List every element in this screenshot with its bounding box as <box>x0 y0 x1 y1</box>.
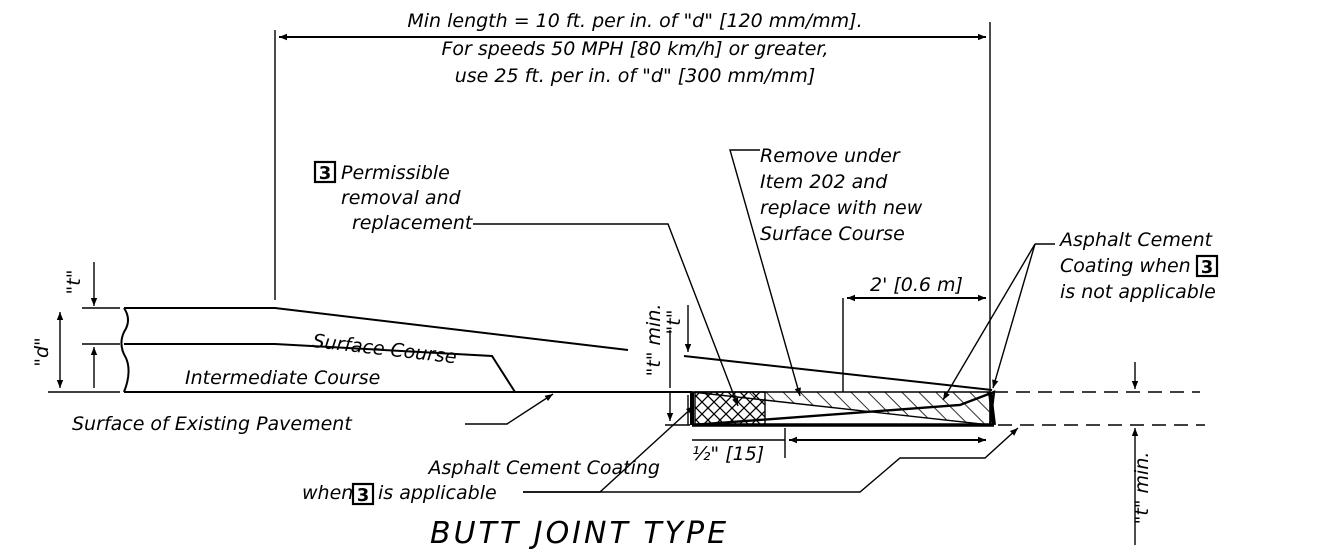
coating-na-line3: is not applicable <box>1060 281 1216 303</box>
coating-app-line2b: is applicable <box>378 482 497 504</box>
remove-line4: Surface Course <box>760 223 905 245</box>
coating-na-line1: Asphalt Cement <box>1058 229 1214 251</box>
note-3-box-3: 3 <box>357 485 370 506</box>
coating-app-line2a: when <box>302 482 353 504</box>
note-3-box-1: 3 <box>319 163 332 184</box>
existing-pavement-label: Surface of Existing Pavement <box>72 413 353 435</box>
remove-callout: Remove under Item 202 and replace with n… <box>729 145 923 397</box>
min-length-line3: use 25 ft. per in. of "d" [300 mm/mm] <box>455 65 816 87</box>
d-label-left: "d" <box>31 337 53 367</box>
remove-line1: Remove under <box>760 145 901 167</box>
permissible-callout: 3 Permissible removal and replacement <box>313 160 739 407</box>
coating-not-applicable-callout: Asphalt Cement Coating when 3 is not app… <box>942 229 1219 401</box>
pavement-courses: Surface Course Intermediate Course Surfa… <box>72 307 692 435</box>
diagram-title: BUTT JOINT TYPE <box>430 516 729 550</box>
two-foot-label: 2' [0.6 m] <box>870 274 963 296</box>
t-min-label-joint: "t" min. <box>643 304 665 377</box>
min-length-dimension: Min length = 10 ft. per in. of "d" [120 … <box>274 10 991 420</box>
coating-na-line2: Coating when <box>1060 255 1191 277</box>
t-label-left: "t" <box>63 270 85 295</box>
coating-app-line1: Asphalt Cement Coating <box>427 457 660 479</box>
permissible-line2: removal and <box>341 187 462 209</box>
note-3-box-2: 3 <box>1201 257 1214 278</box>
permissible-line3: replacement <box>352 212 474 234</box>
left-dimensions: "t" "d" <box>31 262 120 393</box>
intermediate-course-label: Intermediate Course <box>185 367 380 389</box>
joint-t-dimensions: "t" min. "t" <box>643 304 692 426</box>
half-inch-label: ½" [15] <box>692 443 764 465</box>
remove-line2: Item 202 and <box>760 171 888 193</box>
half-inch-dimension: ½" [15] <box>692 428 986 465</box>
t-min-label-right: "t" min. <box>1131 452 1153 525</box>
remove-line3: replace with new <box>760 197 923 219</box>
min-length-line2: For speeds 50 MPH [80 km/h] or greater, <box>441 38 828 60</box>
t-label-joint: "t" <box>663 310 685 335</box>
permissible-line1: Permissible <box>341 162 450 184</box>
joint-detail: "t" min. <box>683 355 1205 545</box>
two-foot-dimension: 2' [0.6 m] <box>842 274 986 392</box>
coating-applicable-callout: Asphalt Cement Coating when 3 is applica… <box>302 405 1019 506</box>
surface-course-label: Surface Course <box>311 330 457 368</box>
min-length-line1: Min length = 10 ft. per in. of "d" [120 … <box>407 10 862 32</box>
